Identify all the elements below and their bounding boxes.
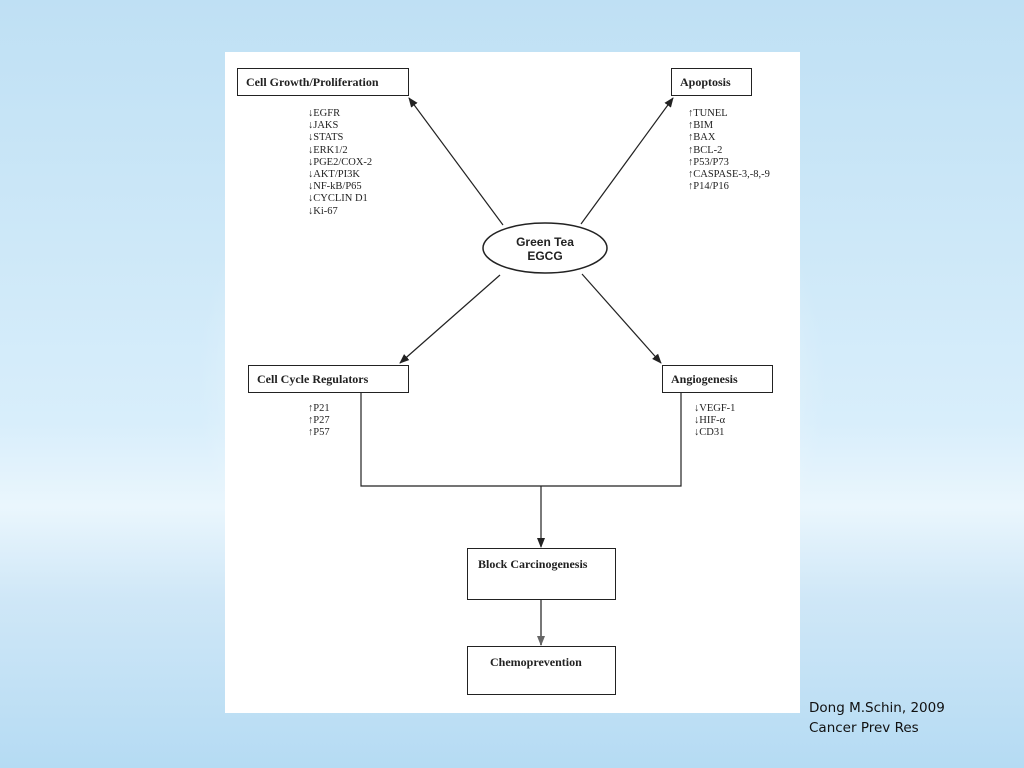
marker-item: ↑CASPASE-3,-8,-9 [688, 169, 770, 181]
block-carcinogenesis-box: Block Carcinogenesis [467, 548, 616, 600]
cell-cycle-marker-list: ↑P21 ↑P27 ↑P57 [308, 403, 330, 440]
cell-cycle-box: Cell Cycle Regulators [248, 365, 409, 393]
marker-item: ↑P53/P73 [688, 156, 729, 168]
marker-item: ↑TUNEL [688, 108, 728, 119]
apoptosis-marker-list: ↑TUNEL ↑BIM ↑BAX ↑BCL-2 ↑P53/P73 ↑CASPAS… [688, 108, 770, 193]
angiogenesis-marker-list: ↓VEGF-1 ↓HIF-α ↓CD31 [694, 403, 735, 440]
arrow-to-apoptosis [580, 97, 674, 225]
marker-item: ↓JAKS [308, 120, 339, 132]
citation: Dong M.Schin, 2009 Cancer Prev Res [809, 698, 945, 738]
marker-item: ↓CD31 [694, 427, 725, 439]
center-label: Green Tea EGCG [490, 235, 600, 263]
marker-item: ↓AKT/PI3K [308, 169, 360, 181]
marker-item: ↑BCL-2 [688, 144, 723, 156]
chemoprevention-label: Chemoprevention [490, 655, 582, 669]
citation-author: Dong M.Schin, 2009 [809, 700, 945, 716]
marker-item: ↓NF-kB/P65 [308, 181, 362, 193]
center-label-line2: EGCG [527, 249, 563, 263]
marker-item: ↓PGE2/COX-2 [308, 156, 373, 168]
arrow-to-growth [408, 97, 504, 226]
arrow-to-cell-cycle [399, 274, 501, 364]
marker-item: ↓Ki-67 [308, 205, 338, 217]
marker-item: ↓ERK1/2 [308, 144, 348, 156]
growth-marker-list: ↓EGFR ↓JAKS ↓STATS ↓ERK1/2 ↓PGE2/COX-2 ↓… [308, 108, 372, 218]
cell-growth-label: Cell Growth/Proliferation [246, 74, 379, 89]
chemoprevention-box: Chemoprevention [467, 646, 616, 695]
marker-item: ↓CYCLIN D1 [308, 193, 368, 205]
marker-item: ↓VEGF-1 [694, 403, 736, 414]
marker-item: ↓EGFR [308, 108, 341, 119]
citation-journal: Cancer Prev Res [809, 720, 919, 736]
angiogenesis-label: Angiogenesis [671, 371, 738, 386]
block-carcinogenesis-label: Block Carcinogenesis [478, 557, 588, 571]
marker-item: ↑P21 [308, 403, 330, 414]
cell-growth-box: Cell Growth/Proliferation [237, 68, 409, 96]
apoptosis-box: Apoptosis [671, 68, 752, 96]
merge-connector [360, 393, 682, 487]
marker-item: ↑BIM [688, 120, 714, 132]
center-ellipse [482, 222, 608, 274]
apoptosis-label: Apoptosis [680, 74, 731, 89]
marker-item: ↑P57 [308, 427, 330, 439]
marker-item: ↑P27 [308, 415, 330, 427]
cell-cycle-label: Cell Cycle Regulators [257, 371, 369, 386]
marker-item: ↓STATS [308, 132, 344, 144]
marker-item: ↑P14/P16 [688, 181, 729, 193]
marker-item: ↓HIF-α [694, 415, 726, 427]
angiogenesis-box: Angiogenesis [662, 365, 773, 393]
center-label-line1: Green Tea [516, 235, 574, 249]
arrow-to-angiogenesis [581, 273, 662, 364]
marker-item: ↑BAX [688, 132, 716, 144]
